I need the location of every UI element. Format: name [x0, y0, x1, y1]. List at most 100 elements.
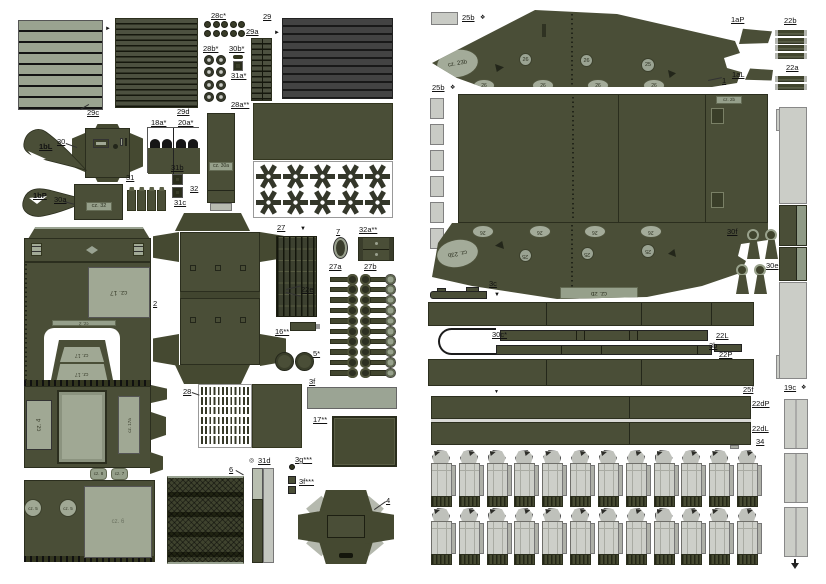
part-31b — [172, 174, 183, 185]
part-edge-strip-mid1 — [779, 205, 807, 246]
sprocket-star-part — [256, 190, 282, 215]
part-30e — [736, 264, 768, 295]
part-28b-rings — [204, 55, 227, 103]
label-30b: 30b* — [229, 44, 245, 53]
part-27 — [276, 236, 317, 317]
spring-cylinder-part — [514, 450, 540, 507]
label-25b: 25b — [462, 13, 475, 22]
funnel-part — [754, 264, 768, 295]
part-28c-discs — [204, 21, 248, 38]
strip-part — [784, 453, 808, 503]
spring-cylinder-part — [514, 508, 540, 565]
label-28a: 28a** — [231, 100, 250, 109]
strip-part — [775, 30, 807, 36]
tab-part — [430, 98, 444, 119]
label-6: 6 — [229, 465, 234, 474]
wheel-arm-part — [330, 284, 358, 295]
label-1bL: 1bL — [39, 142, 53, 151]
spring-cylinder-part — [597, 450, 623, 507]
spring-cylinder-part — [570, 508, 596, 565]
cz7-label: cz. 7 — [111, 468, 128, 480]
part-1aP — [739, 28, 772, 44]
part-31c — [172, 187, 183, 198]
part-19c-strips — [784, 399, 808, 561]
ring-icon: ◎ — [249, 458, 255, 464]
arrow-down-icon: ▼ — [494, 292, 500, 298]
disc-part — [229, 30, 237, 38]
part-22L — [500, 330, 708, 341]
wheel-arm-part — [360, 315, 397, 327]
part-30b — [233, 55, 243, 59]
part-22b — [775, 30, 807, 60]
label-19c: 19c — [784, 383, 797, 392]
band-divider — [431, 419, 751, 422]
label-27: 27 — [277, 223, 286, 232]
label-3b: 3b — [709, 341, 718, 350]
cz17-label: cz. 17 — [110, 289, 128, 296]
label-1bP: 1bP — [33, 191, 47, 200]
tab-part — [430, 150, 444, 171]
part-27a-rows — [330, 274, 358, 379]
sprocket-star-part — [283, 190, 309, 215]
label-25b-column: 25b — [432, 83, 445, 92]
part-28-panel — [252, 384, 302, 448]
label-28: 28 — [183, 387, 192, 396]
part-29 — [282, 18, 393, 99]
wheel-arm-part — [360, 326, 397, 337]
strip-part — [775, 83, 807, 90]
sprocket-star-part — [337, 190, 363, 215]
label-22b: 22b — [784, 16, 797, 25]
label-30e: 30e — [766, 261, 779, 270]
part-3g — [289, 464, 295, 470]
spring-cylinder-part — [542, 508, 568, 565]
grille-row — [201, 396, 249, 405]
wheel-arm-part — [330, 367, 358, 379]
part-1bP — [22, 188, 89, 217]
part-band-lower — [428, 359, 754, 386]
spring-cylinder-part — [736, 508, 762, 565]
spring-cylinder-part — [570, 450, 596, 507]
part-edge-strip — [776, 355, 780, 379]
ring-part — [204, 55, 214, 65]
disc-part — [221, 21, 228, 28]
part-28a — [253, 103, 393, 160]
cz32-label: cz. 32 — [86, 202, 112, 211]
label-22e: 22e — [301, 285, 314, 294]
label-27b: 27b — [364, 262, 377, 271]
wheel-arm-part — [360, 305, 397, 316]
part-3b — [714, 344, 742, 352]
funnel-part — [736, 264, 750, 295]
label-28b: 28b* — [203, 44, 219, 53]
spring-cylinder-part — [542, 450, 568, 507]
label-30f: 30f — [727, 227, 738, 236]
part-5-disc — [295, 352, 314, 371]
cz2b-label: cz. 2b — [560, 287, 638, 299]
sprocket-star-part — [364, 190, 390, 215]
disc-part — [221, 30, 228, 38]
box-part — [157, 187, 166, 211]
spring-cylinder-part — [625, 508, 651, 565]
spring-cylinder-part — [458, 450, 484, 507]
part-30a: cz. 32 — [74, 184, 123, 220]
part-22a — [775, 76, 807, 91]
label-3f3: 3f*** — [299, 477, 315, 486]
part-1aL — [745, 68, 773, 81]
label-31: 31 — [126, 173, 135, 182]
label-1: 1 — [722, 76, 727, 85]
arrow-down-icon: ▼ — [494, 389, 499, 395]
disc-part — [212, 21, 220, 28]
wheel-arm-part — [360, 357, 397, 368]
part-3c — [430, 287, 488, 300]
part-32-tab — [210, 203, 232, 211]
wheel-arm-part — [330, 346, 358, 358]
label-16: 16** — [275, 327, 290, 336]
cz5-disc: cz. 5 — [24, 499, 42, 517]
label-3f: 3f — [309, 377, 316, 386]
cz2b-label: cz. 2b — [716, 96, 742, 104]
spring-cylinder-part — [625, 450, 651, 507]
spring-cylinder-part — [709, 450, 735, 507]
label-5: 5* — [313, 349, 321, 358]
part-29a — [251, 38, 272, 101]
part-17 — [332, 416, 397, 467]
